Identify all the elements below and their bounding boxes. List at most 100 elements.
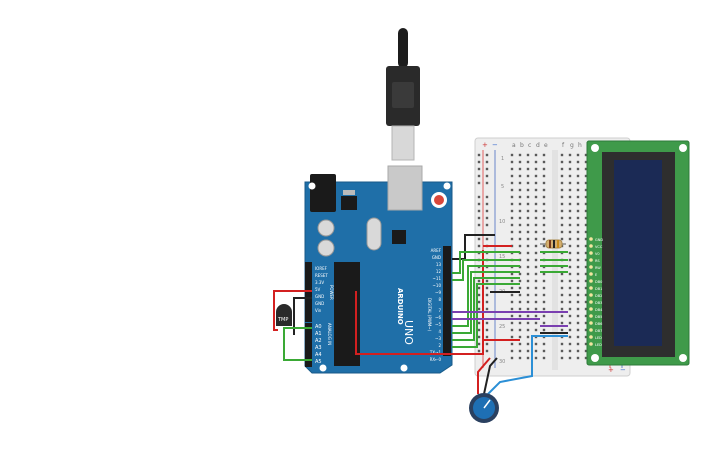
breadboard-hole [534, 209, 538, 213]
breadboard-hole [518, 230, 522, 234]
pin-vin: Vin [315, 308, 322, 313]
potentiometer[interactable] [469, 393, 499, 423]
row-num-15: 15 [499, 254, 505, 260]
pin-reset: RESET [315, 273, 328, 278]
breadboard-hole [477, 321, 481, 325]
breadboard-hole [584, 237, 588, 241]
breadboard-hole [568, 223, 572, 227]
breadboard-hole [534, 195, 538, 199]
lcd-pin [589, 342, 593, 346]
breadboard-hole [526, 349, 530, 353]
breadboard-hole [584, 265, 588, 269]
breadboard-hole [510, 202, 514, 206]
pin-d6: ~6 [435, 315, 441, 320]
row-num-30: 30 [499, 359, 505, 365]
analog-header-labels: A0 A1 A2 A3 A4 A5 [315, 324, 322, 365]
lcd-pin-db3: DB3 [595, 301, 602, 305]
breadboard-hole [568, 202, 572, 206]
breadboard-hole [526, 258, 530, 262]
breadboard-hole [477, 202, 481, 206]
breadboard-hole [526, 272, 530, 276]
breadboard-hole [485, 153, 489, 157]
breadboard-hole [534, 342, 538, 346]
breadboard-hole [485, 342, 489, 346]
breadboard-hole [560, 223, 564, 227]
breadboard-hole [526, 209, 530, 213]
lcd-16x2[interactable]: GND VCC V0 RS RW E DB0 DB1 DB2 DB3 DB4 D… [586, 140, 690, 366]
lcd-pin-led-k: LED [595, 343, 602, 347]
breadboard-hole [518, 216, 522, 220]
breadboard-hole [526, 293, 530, 297]
breadboard-hole [510, 314, 514, 318]
breadboard-hole [576, 328, 580, 332]
tmp-sensor[interactable]: TMP [276, 304, 292, 326]
breadboard-hole [526, 160, 530, 164]
breadboard-hole [518, 174, 522, 178]
breadboard-hole [510, 342, 514, 346]
breadboard-hole [576, 349, 580, 353]
breadboard-hole [477, 167, 481, 171]
breadboard-hole [560, 321, 564, 325]
breadboard-hole [584, 321, 588, 325]
breadboard-hole [477, 335, 481, 339]
breadboard-hole [477, 174, 481, 178]
breadboard-hole [568, 258, 572, 262]
breadboard-hole [560, 230, 564, 234]
breadboard-hole [560, 153, 564, 157]
breadboard-hole [510, 272, 514, 276]
breadboard-hole [568, 335, 572, 339]
breadboard-hole [534, 314, 538, 318]
breadboard-hole [560, 272, 564, 276]
resistor[interactable] [540, 239, 566, 249]
breadboard-hole [518, 349, 522, 353]
breadboard-hole [518, 300, 522, 304]
breadboard-hole [542, 223, 546, 227]
breadboard-hole [584, 286, 588, 290]
breadboard-hole [568, 153, 572, 157]
breadboard-hole [542, 202, 546, 206]
col-letter-b: b [520, 142, 524, 149]
breadboard-hole [560, 188, 564, 192]
lcd-pin [589, 321, 593, 325]
col-letter-e: e [544, 142, 548, 149]
wire-red-rail [355, 250, 484, 355]
breadboard-hole [576, 307, 580, 311]
breadboard-hole [510, 153, 514, 157]
breadboard-hole [526, 328, 530, 332]
crystal [366, 217, 382, 251]
breadboard-hole [526, 188, 530, 192]
wire-green-d12 [452, 251, 520, 274]
lcd-pin-labels: GND VCC V0 RS RW E DB0 DB1 DB2 DB3 DB4 D… [595, 238, 603, 347]
breadboard-hole [568, 293, 572, 297]
arduino-uno-board[interactable]: ARDUINO UNO IOREF RESET 3.3V 5V GND GND … [304, 165, 453, 374]
breadboard-hole [560, 202, 564, 206]
lcd-pin-db6: DB6 [595, 322, 602, 326]
breadboard-hole [526, 321, 530, 325]
usb-cable[interactable] [386, 28, 420, 161]
breadboard-hole [526, 335, 530, 339]
breadboard-hole [568, 286, 572, 290]
breadboard-hole [477, 195, 481, 199]
breadboard-hole [518, 181, 522, 185]
breadboard-hole [584, 342, 588, 346]
breadboard-hole [568, 265, 572, 269]
breadboard-hole [534, 272, 538, 276]
rail-plus-label-bottom: + [608, 366, 614, 374]
rail-minus-label-bottom: − [620, 366, 626, 374]
digital-header-labels: AREF GND 13 12 ~11 ~10 ~9 8 7 ~6 ~5 4 ~3… [429, 248, 442, 362]
wires[interactable] [273, 234, 568, 395]
row-num-1: 1 [501, 156, 504, 162]
breadboard-hole [560, 349, 564, 353]
breadboard-hole [485, 202, 489, 206]
breadboard-hole [477, 209, 481, 213]
row-num-25: 25 [499, 324, 505, 330]
breadboard-hole [542, 167, 546, 171]
breadboard-hole [534, 237, 538, 241]
breadboard-hole [526, 230, 530, 234]
breadboard-hole [534, 230, 538, 234]
breadboard-hole [584, 272, 588, 276]
breadboard-hole [542, 293, 546, 297]
pin-d13: 13 [436, 262, 442, 267]
breadboard-hole [542, 181, 546, 185]
reset-button[interactable] [434, 195, 444, 205]
